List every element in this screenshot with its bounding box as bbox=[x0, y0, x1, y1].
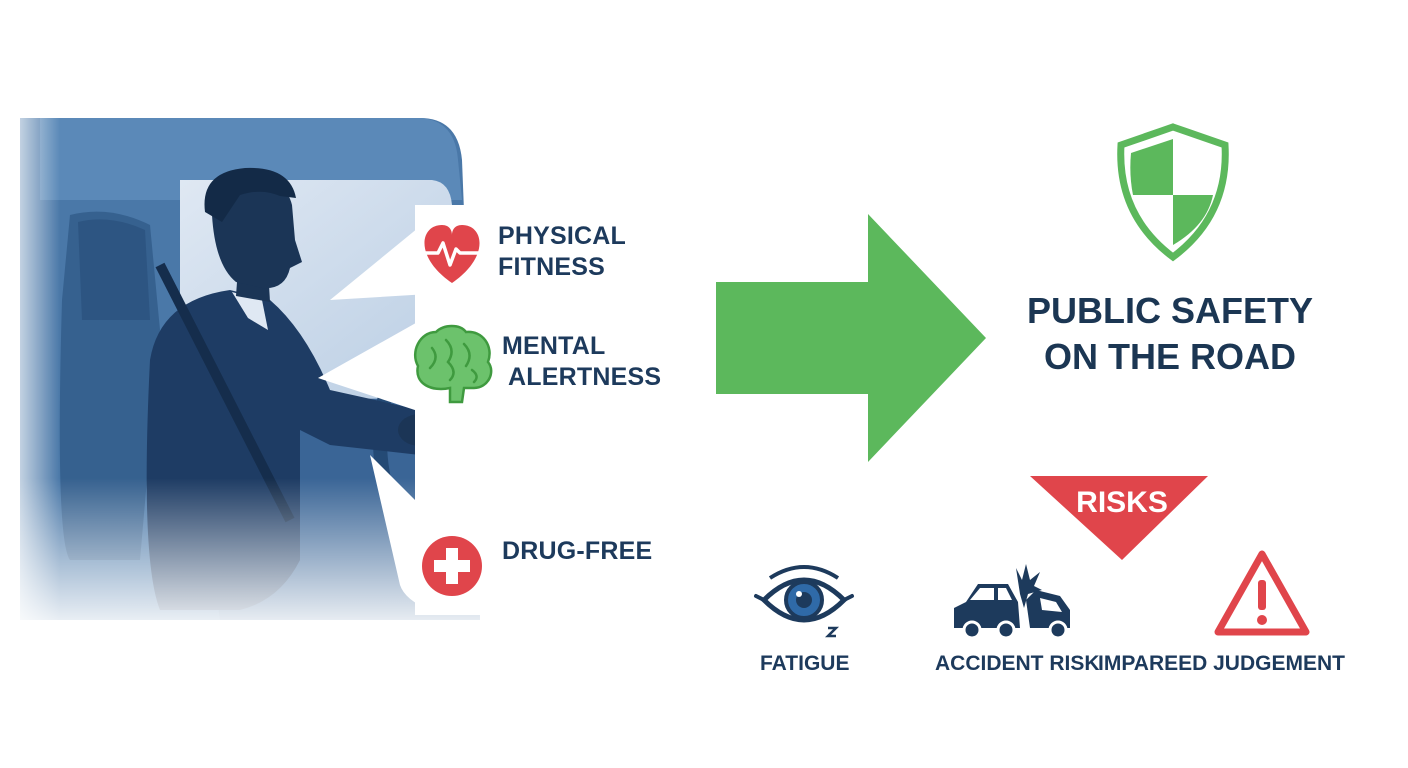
benefit-label-line1: MENTAL bbox=[502, 332, 606, 360]
risks-arrow bbox=[1030, 476, 1208, 560]
benefit-label-line2: ALERTNESS bbox=[508, 363, 662, 392]
brain-icon bbox=[413, 324, 493, 404]
benefit-drug-free: DRUG-FREE bbox=[502, 536, 652, 567]
benefit-label-line1: DRUG-FREE bbox=[502, 537, 653, 565]
benefit-label-line2: FITNESS bbox=[498, 253, 605, 282]
warning-icon bbox=[1214, 550, 1310, 636]
outcome-title-line1: PUBLIC SAFETY bbox=[1026, 290, 1313, 331]
risks-header: RISKS bbox=[1076, 486, 1168, 519]
benefit-mental-alertness: MENTAL ALERTNESS bbox=[502, 331, 661, 394]
sleepy-eye-icon bbox=[754, 565, 854, 638]
flow-arrow bbox=[716, 214, 986, 462]
heart-pulse-icon bbox=[420, 225, 484, 283]
benefit-physical-fitness: PHYSICAL FITNESS bbox=[498, 221, 626, 284]
benefit-label-line1: PHYSICAL bbox=[498, 222, 627, 250]
risk-label-accident: ACCIDENT RISK bbox=[935, 652, 1100, 675]
car-crash-icon bbox=[954, 564, 1070, 640]
shield-icon bbox=[1117, 123, 1229, 262]
medical-cross-icon bbox=[422, 536, 482, 596]
outcome-title-line2: ON THE ROAD bbox=[1044, 336, 1296, 377]
outcome-title: PUBLIC SAFETY ON THE ROAD bbox=[990, 288, 1350, 380]
risk-label-fatigue: FATIGUE bbox=[760, 652, 850, 675]
risk-label-judgement: IMPAREED JUDGEMENT bbox=[1098, 652, 1345, 675]
